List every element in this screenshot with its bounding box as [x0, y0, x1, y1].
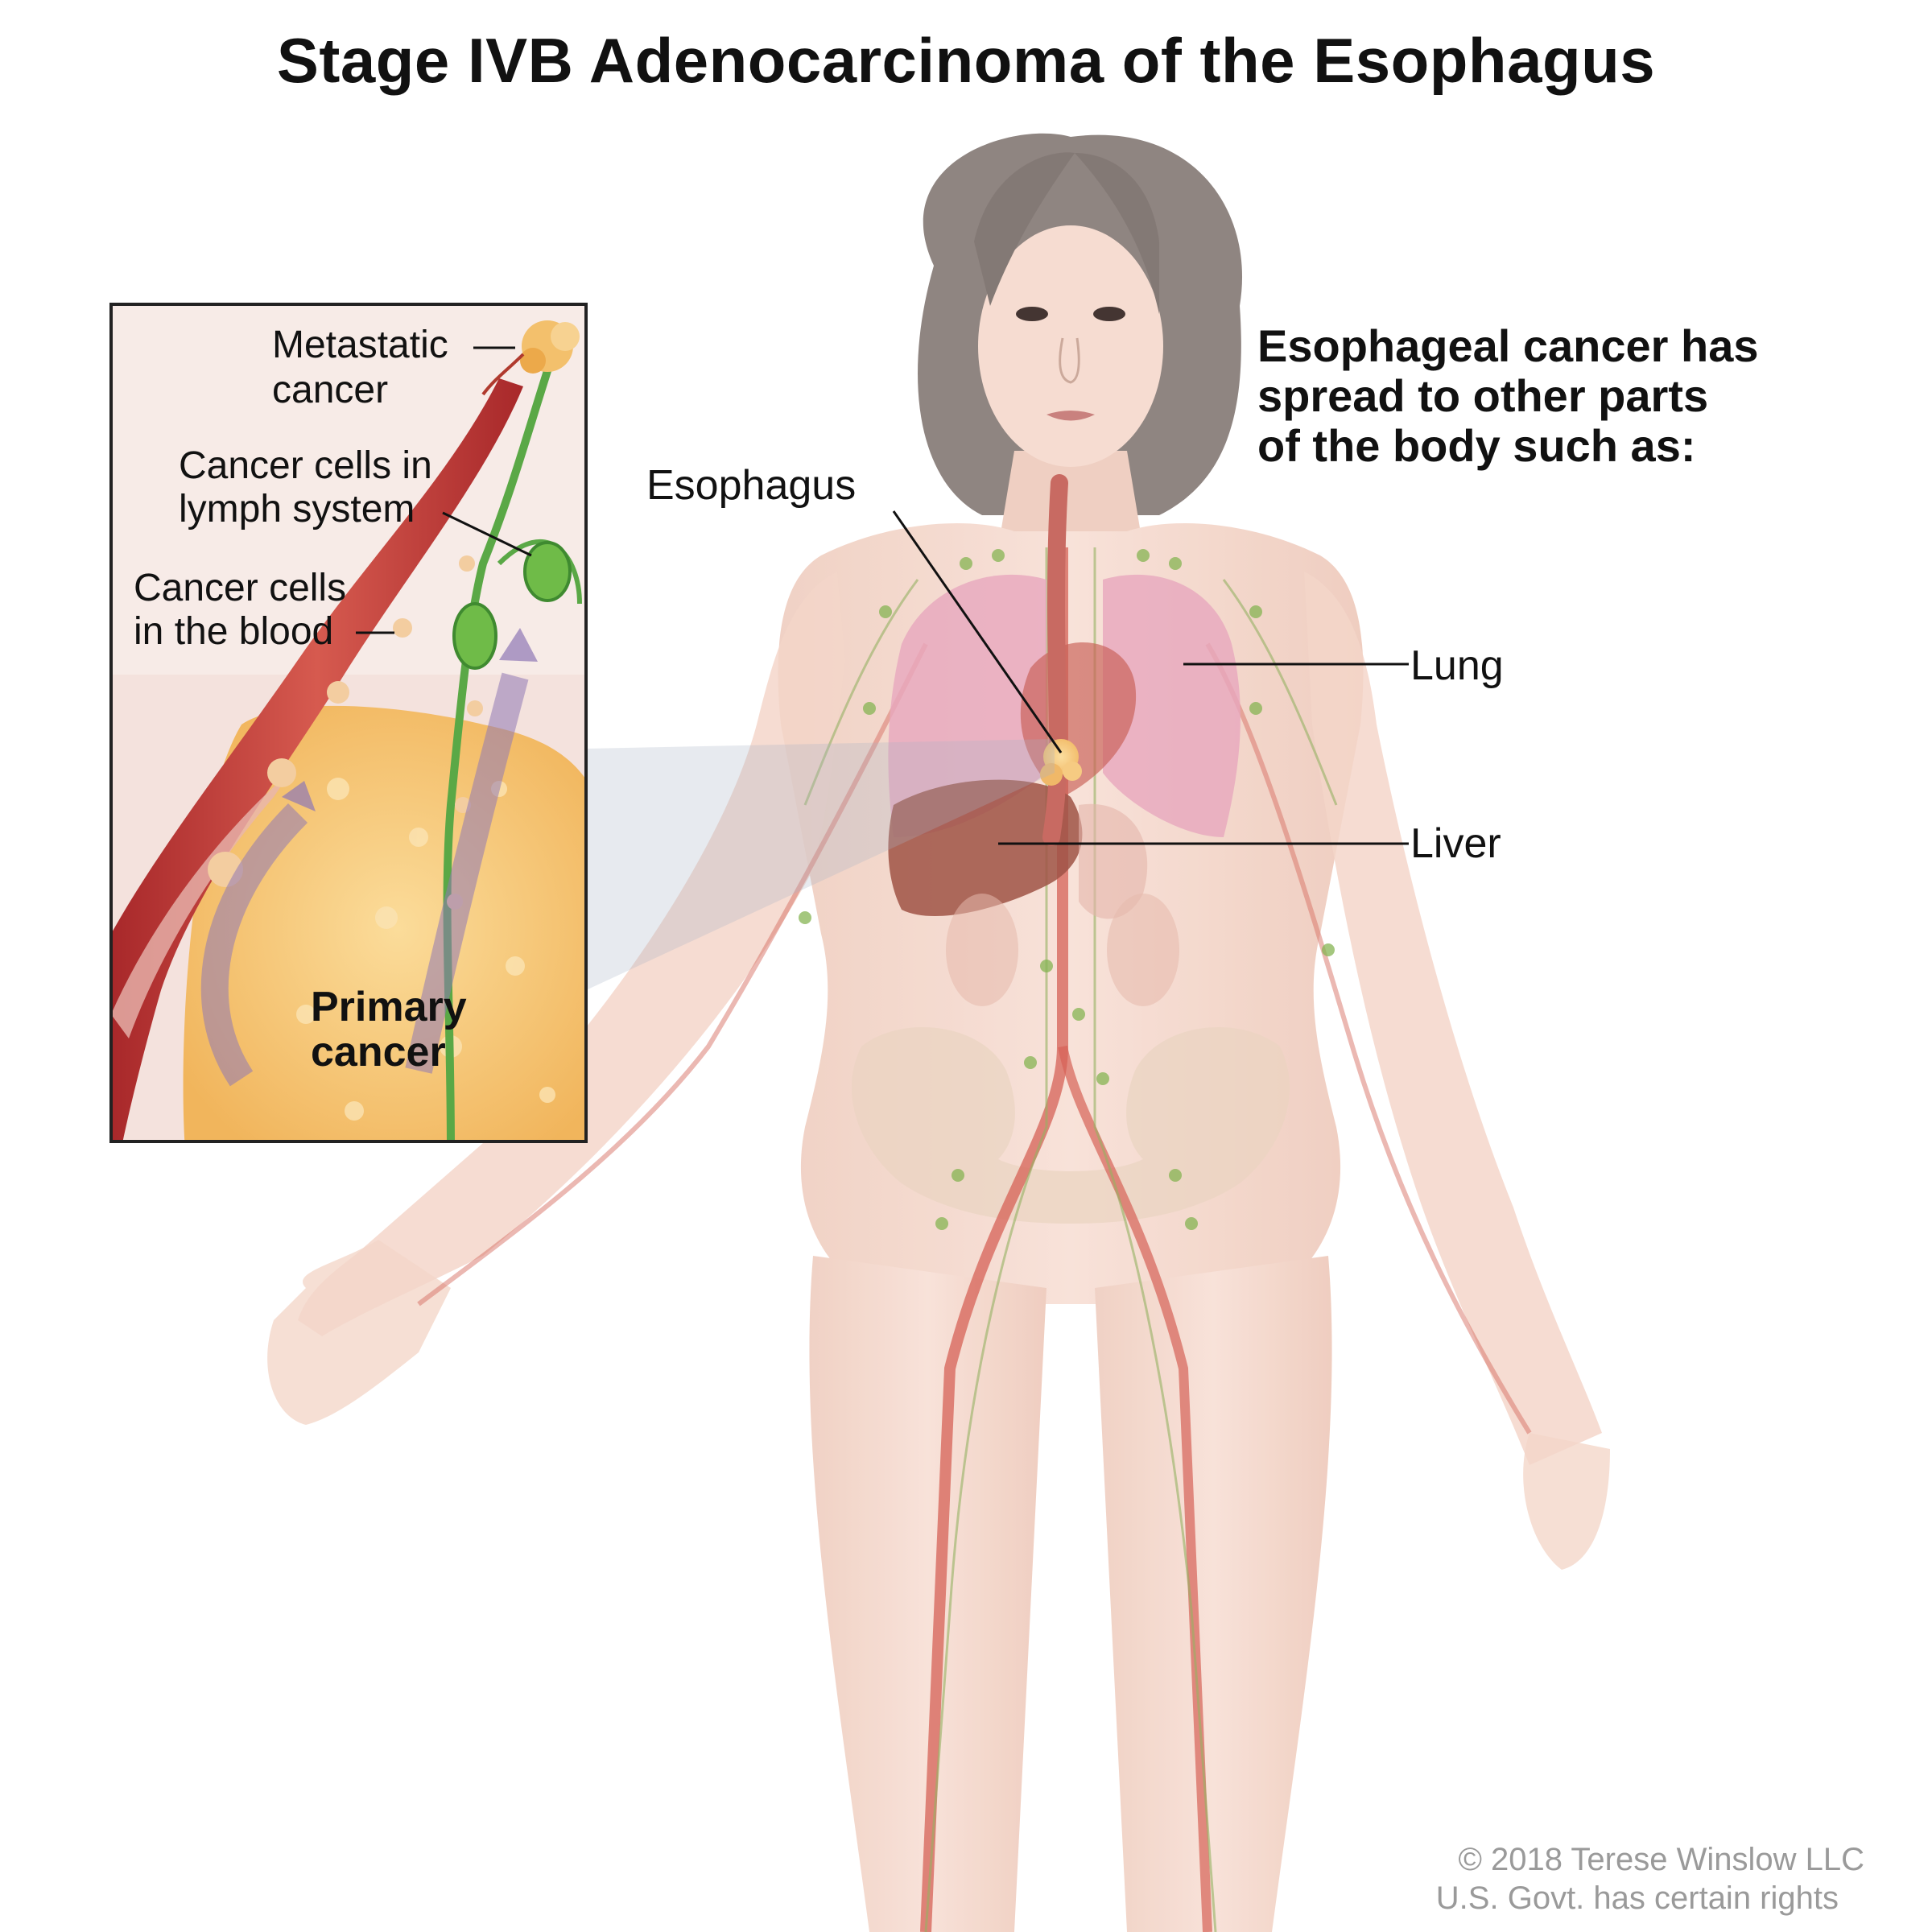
callout-line-3: of the body such as: [1257, 420, 1696, 471]
lung-label: Lung [1410, 642, 1504, 689]
page-title: Stage IVB Adenocarcinoma of the Esophagu… [276, 25, 1656, 96]
liver-label: Liver [1410, 820, 1501, 867]
right-eye-icon [1093, 307, 1125, 321]
primary-tumor-icon [1040, 739, 1082, 786]
metastatic-label-1: Metastatic [272, 324, 448, 366]
esophagus-label: Esophagus [646, 462, 857, 509]
blood-label-1: Cancer cells [134, 567, 347, 609]
lymph-node-icon-2 [452, 602, 497, 670]
face [978, 225, 1163, 467]
left-eye-icon [1016, 307, 1048, 321]
neck [998, 451, 1143, 547]
body-figure [267, 133, 1610, 1932]
metastatic-cluster-icon [481, 320, 580, 396]
inset-frame [109, 303, 588, 1143]
lymph-label-1: Cancer cells in [179, 444, 432, 487]
inset-connector [586, 739, 1055, 990]
copyright-line-2: U.S. Govt. has certain rights [1435, 1880, 1839, 1916]
copyright-line-1: © 2018 Terese Winslow LLC [1458, 1842, 1864, 1877]
spread-arrow-icon-2 [200, 803, 308, 1087]
lymph-node-icon [523, 541, 572, 602]
left-lung [1103, 574, 1241, 837]
primary-label-2: cancer [311, 1029, 446, 1075]
esophagus-organ [1042, 474, 1068, 846]
right-hand [1523, 1433, 1610, 1570]
nose-icon [1059, 337, 1080, 384]
right-lung [888, 574, 1046, 837]
inset-illustration [111, 304, 586, 1141]
primary-label-1: Primary [311, 984, 467, 1030]
metastatic-label-2: cancer [272, 369, 389, 411]
leader-lines [356, 346, 1409, 845]
blood-vessel [111, 378, 523, 1141]
lymph-label-2: lymph system [179, 488, 415, 530]
liver-organ [888, 779, 1083, 917]
aorta [920, 547, 1068, 1932]
mouth-icon [1046, 411, 1095, 421]
left-hand [267, 1240, 451, 1425]
callout-line-2: spread to other parts [1257, 370, 1709, 421]
left-leg [809, 1256, 1046, 1932]
right-arm [1304, 572, 1602, 1465]
callout-line-1: Esophageal cancer has [1257, 320, 1759, 371]
spread-arrow-icon [405, 672, 529, 1074]
right-leg [1095, 1256, 1332, 1932]
blood-label-2: in the blood [134, 610, 334, 653]
